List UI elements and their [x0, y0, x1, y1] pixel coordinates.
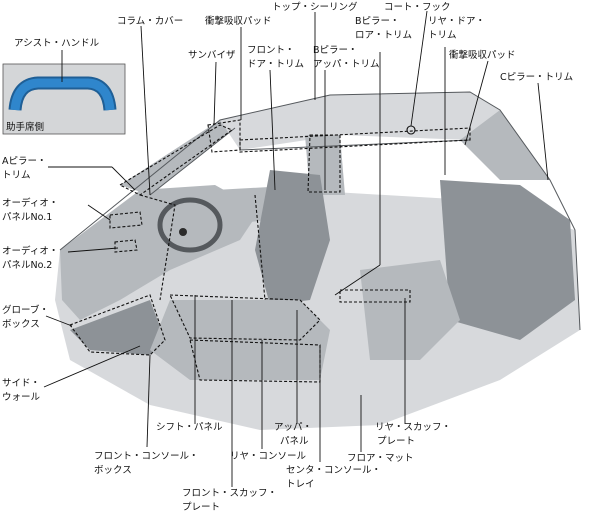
label-audio-panel-2-b: パネルNo.2: [2, 260, 52, 271]
label-front-scuff-plate-2: プレート: [182, 502, 220, 513]
assist-handle-inset: アシスト・ハンドル 助手席側: [2, 38, 126, 135]
car-interior-illustration: [55, 91, 581, 430]
inset-caption: 助手席側: [6, 121, 44, 133]
label-center-console-tray-1: センタ・コンソール・: [286, 465, 381, 476]
label-front-scuff-plate-1: フロント・スカッフ・: [182, 488, 277, 499]
label-column-cover: コラム・カバー: [117, 16, 183, 27]
inset-title: アシスト・ハンドル: [14, 38, 100, 49]
label-glove-box-1: グローブ・: [2, 304, 49, 316]
label-front-door-trim-1: フロント・: [247, 45, 295, 56]
label-a-pillar-trim-1: Aピラー・: [2, 156, 47, 167]
label-front-door-trim-2: ドア・トリム: [247, 59, 304, 70]
label-side-wall-2: ウォール: [2, 392, 41, 403]
label-audio-panel-2-a: オーディオ・: [2, 245, 58, 257]
label-center-console-tray-2: トレイ: [286, 479, 315, 490]
label-b-pillar-upper-2: アッパ・トリム: [313, 59, 380, 70]
label-rear-scuff-plate-1: リヤ・スカッフ・: [375, 422, 451, 433]
label-audio-panel-1-b: パネルNo.1: [2, 212, 52, 223]
label-side-wall-1: サイド・: [2, 378, 40, 389]
label-a-pillar-trim-2: トリム: [2, 170, 31, 181]
leader-lines: [43, 10, 549, 487]
label-impact-pad-rear: 衝撃吸収パッド: [449, 49, 516, 61]
label-top-ceiling: トップ・シーリング: [272, 1, 358, 13]
label-b-pillar-lower-2: ロア・トリム: [355, 30, 412, 41]
label-b-pillar-lower-1: Bピラー・: [355, 16, 400, 27]
label-front-console-box-2: ボックス: [94, 465, 132, 476]
label-glove-box-2: ボックス: [2, 319, 40, 330]
part-labels: コラム・カバー 衝撃吸収パッド トップ・シーリング Bピラー・ ロア・トリム コ…: [2, 1, 573, 513]
label-upper-panel-1: アッパ・: [274, 422, 312, 433]
label-audio-panel-1-a: オーディオ・: [2, 197, 58, 209]
label-c-pillar-trim: Cピラー・トリム: [500, 72, 573, 83]
label-shift-panel: シフト・パネル: [156, 422, 223, 433]
label-rear-scuff-plate-2: プレート: [377, 436, 415, 447]
label-front-console-box-1: フロント・コンソール・: [94, 451, 199, 462]
label-impact-pad-front: 衝撃吸収パッド: [205, 15, 272, 27]
label-rear-door-trim-1: リヤ・ドア・: [428, 16, 485, 27]
label-upper-panel-2: パネル: [280, 436, 309, 447]
label-sun-visor: サンバイザ: [188, 50, 236, 61]
label-b-pillar-upper-1: Bピラー・: [313, 45, 358, 56]
label-rear-console: リヤ・コンソール: [230, 451, 307, 462]
label-coat-hook: コート・フック: [384, 2, 451, 13]
label-rear-door-trim-2: トリム: [428, 30, 457, 41]
label-floor-mat: フロア・マット: [347, 453, 414, 464]
